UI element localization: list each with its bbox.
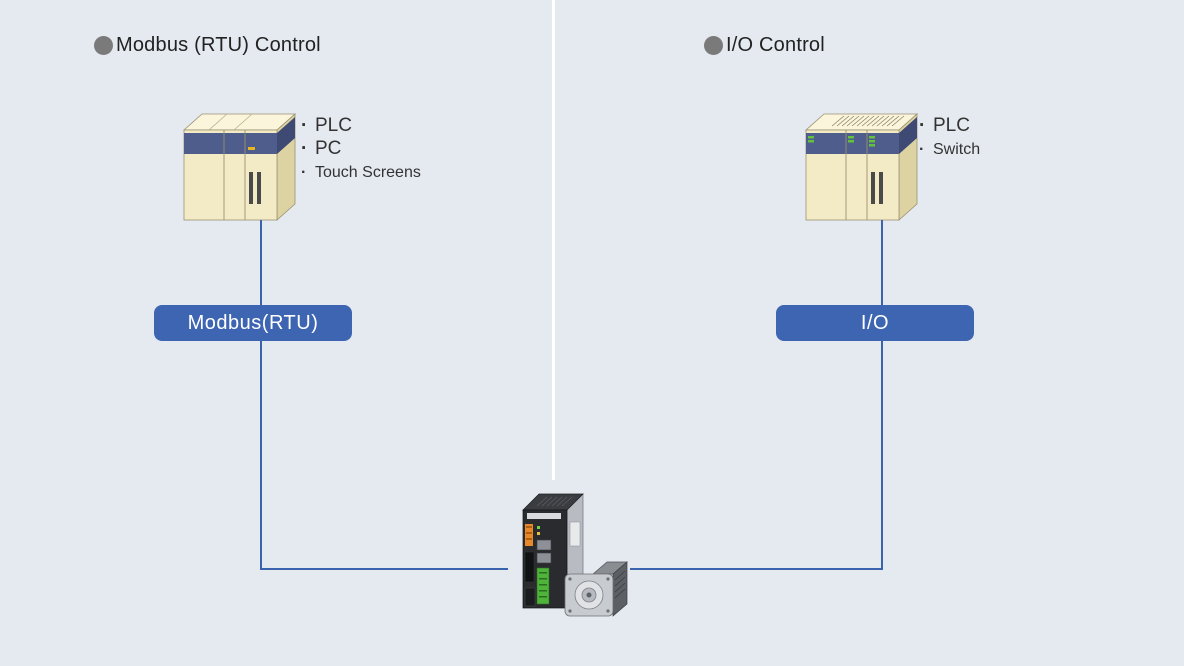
left-device-list: PLC PC Touch Screens [301,115,421,185]
bullet-icon [704,36,723,55]
left-device-touch-screens: Touch Screens [301,163,421,185]
right-section-title: I/O Control [704,34,825,57]
driver-and-stepper-motor-icon [522,493,628,617]
right-section-title-text: I/O Control [726,34,825,56]
section-divider [552,0,555,480]
io-connection-label-text: I/O [860,311,890,334]
right-device-switch: Switch [919,140,980,162]
left-section-title: Modbus (RTU) Control [94,34,321,57]
modbus-rtu-connection-label-text: Modbus(RTU) [187,311,319,334]
io-connection-label: I/O [776,305,974,341]
left-connection-horizontal-line [260,568,508,570]
left-connection-vertical-line [260,220,262,570]
plc-rack-icon [804,113,919,221]
left-device-pc: PC [301,138,421,163]
bullet-icon [94,36,113,55]
right-device-list: PLC Switch [919,115,980,162]
modbus-rtu-connection-label: Modbus(RTU) [154,305,352,341]
right-device-plc: PLC [919,115,980,140]
right-connection-vertical-line [881,220,883,570]
left-section-title-text: Modbus (RTU) Control [116,34,321,56]
plc-rack-icon [182,113,297,221]
left-device-plc: PLC [301,115,421,138]
right-connection-horizontal-line [630,568,883,570]
